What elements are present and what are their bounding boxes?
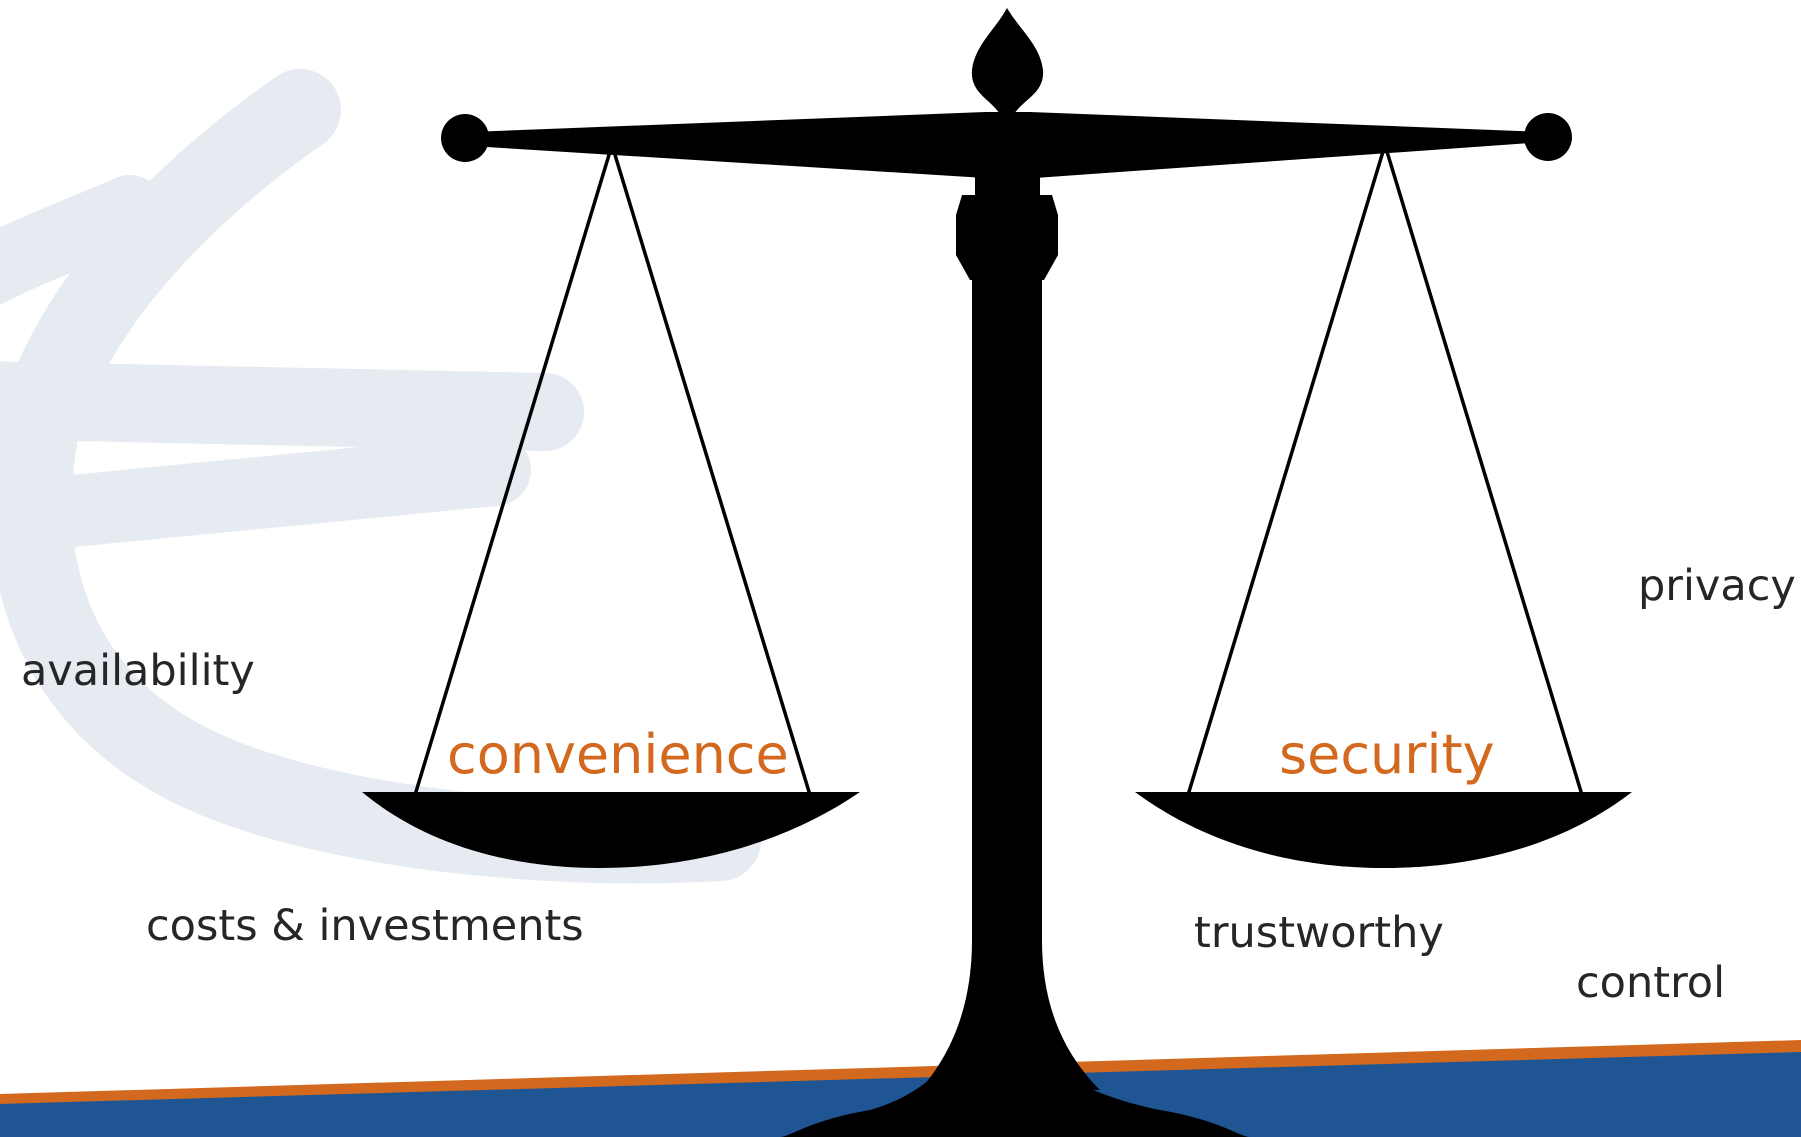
scale-pillar (920, 275, 1100, 1090)
scale-beam (470, 112, 1545, 178)
trustworthy-label: trustworthy (1194, 908, 1444, 958)
convenience-label: convenience (447, 723, 789, 786)
privacy-label: privacy (1638, 561, 1796, 611)
left-chain-left (413, 144, 614, 796)
right-pan (1135, 792, 1632, 868)
balance-scale-icon (362, 8, 1632, 1137)
availability-label: availability (21, 646, 255, 696)
beam-knob-left (441, 114, 489, 162)
security-label: security (1279, 723, 1495, 786)
right-chain-left (1186, 144, 1387, 796)
footer-band (0, 1040, 1801, 1137)
left-pan (362, 792, 860, 868)
left-chain-right (610, 144, 812, 796)
right-chain-right (1383, 144, 1584, 796)
scale-collar (956, 195, 1058, 280)
beam-knob-right (1524, 113, 1572, 161)
scale-finial (971, 8, 1044, 118)
costs-investments-label: costs & investments (146, 901, 584, 951)
control-label: control (1576, 958, 1726, 1008)
